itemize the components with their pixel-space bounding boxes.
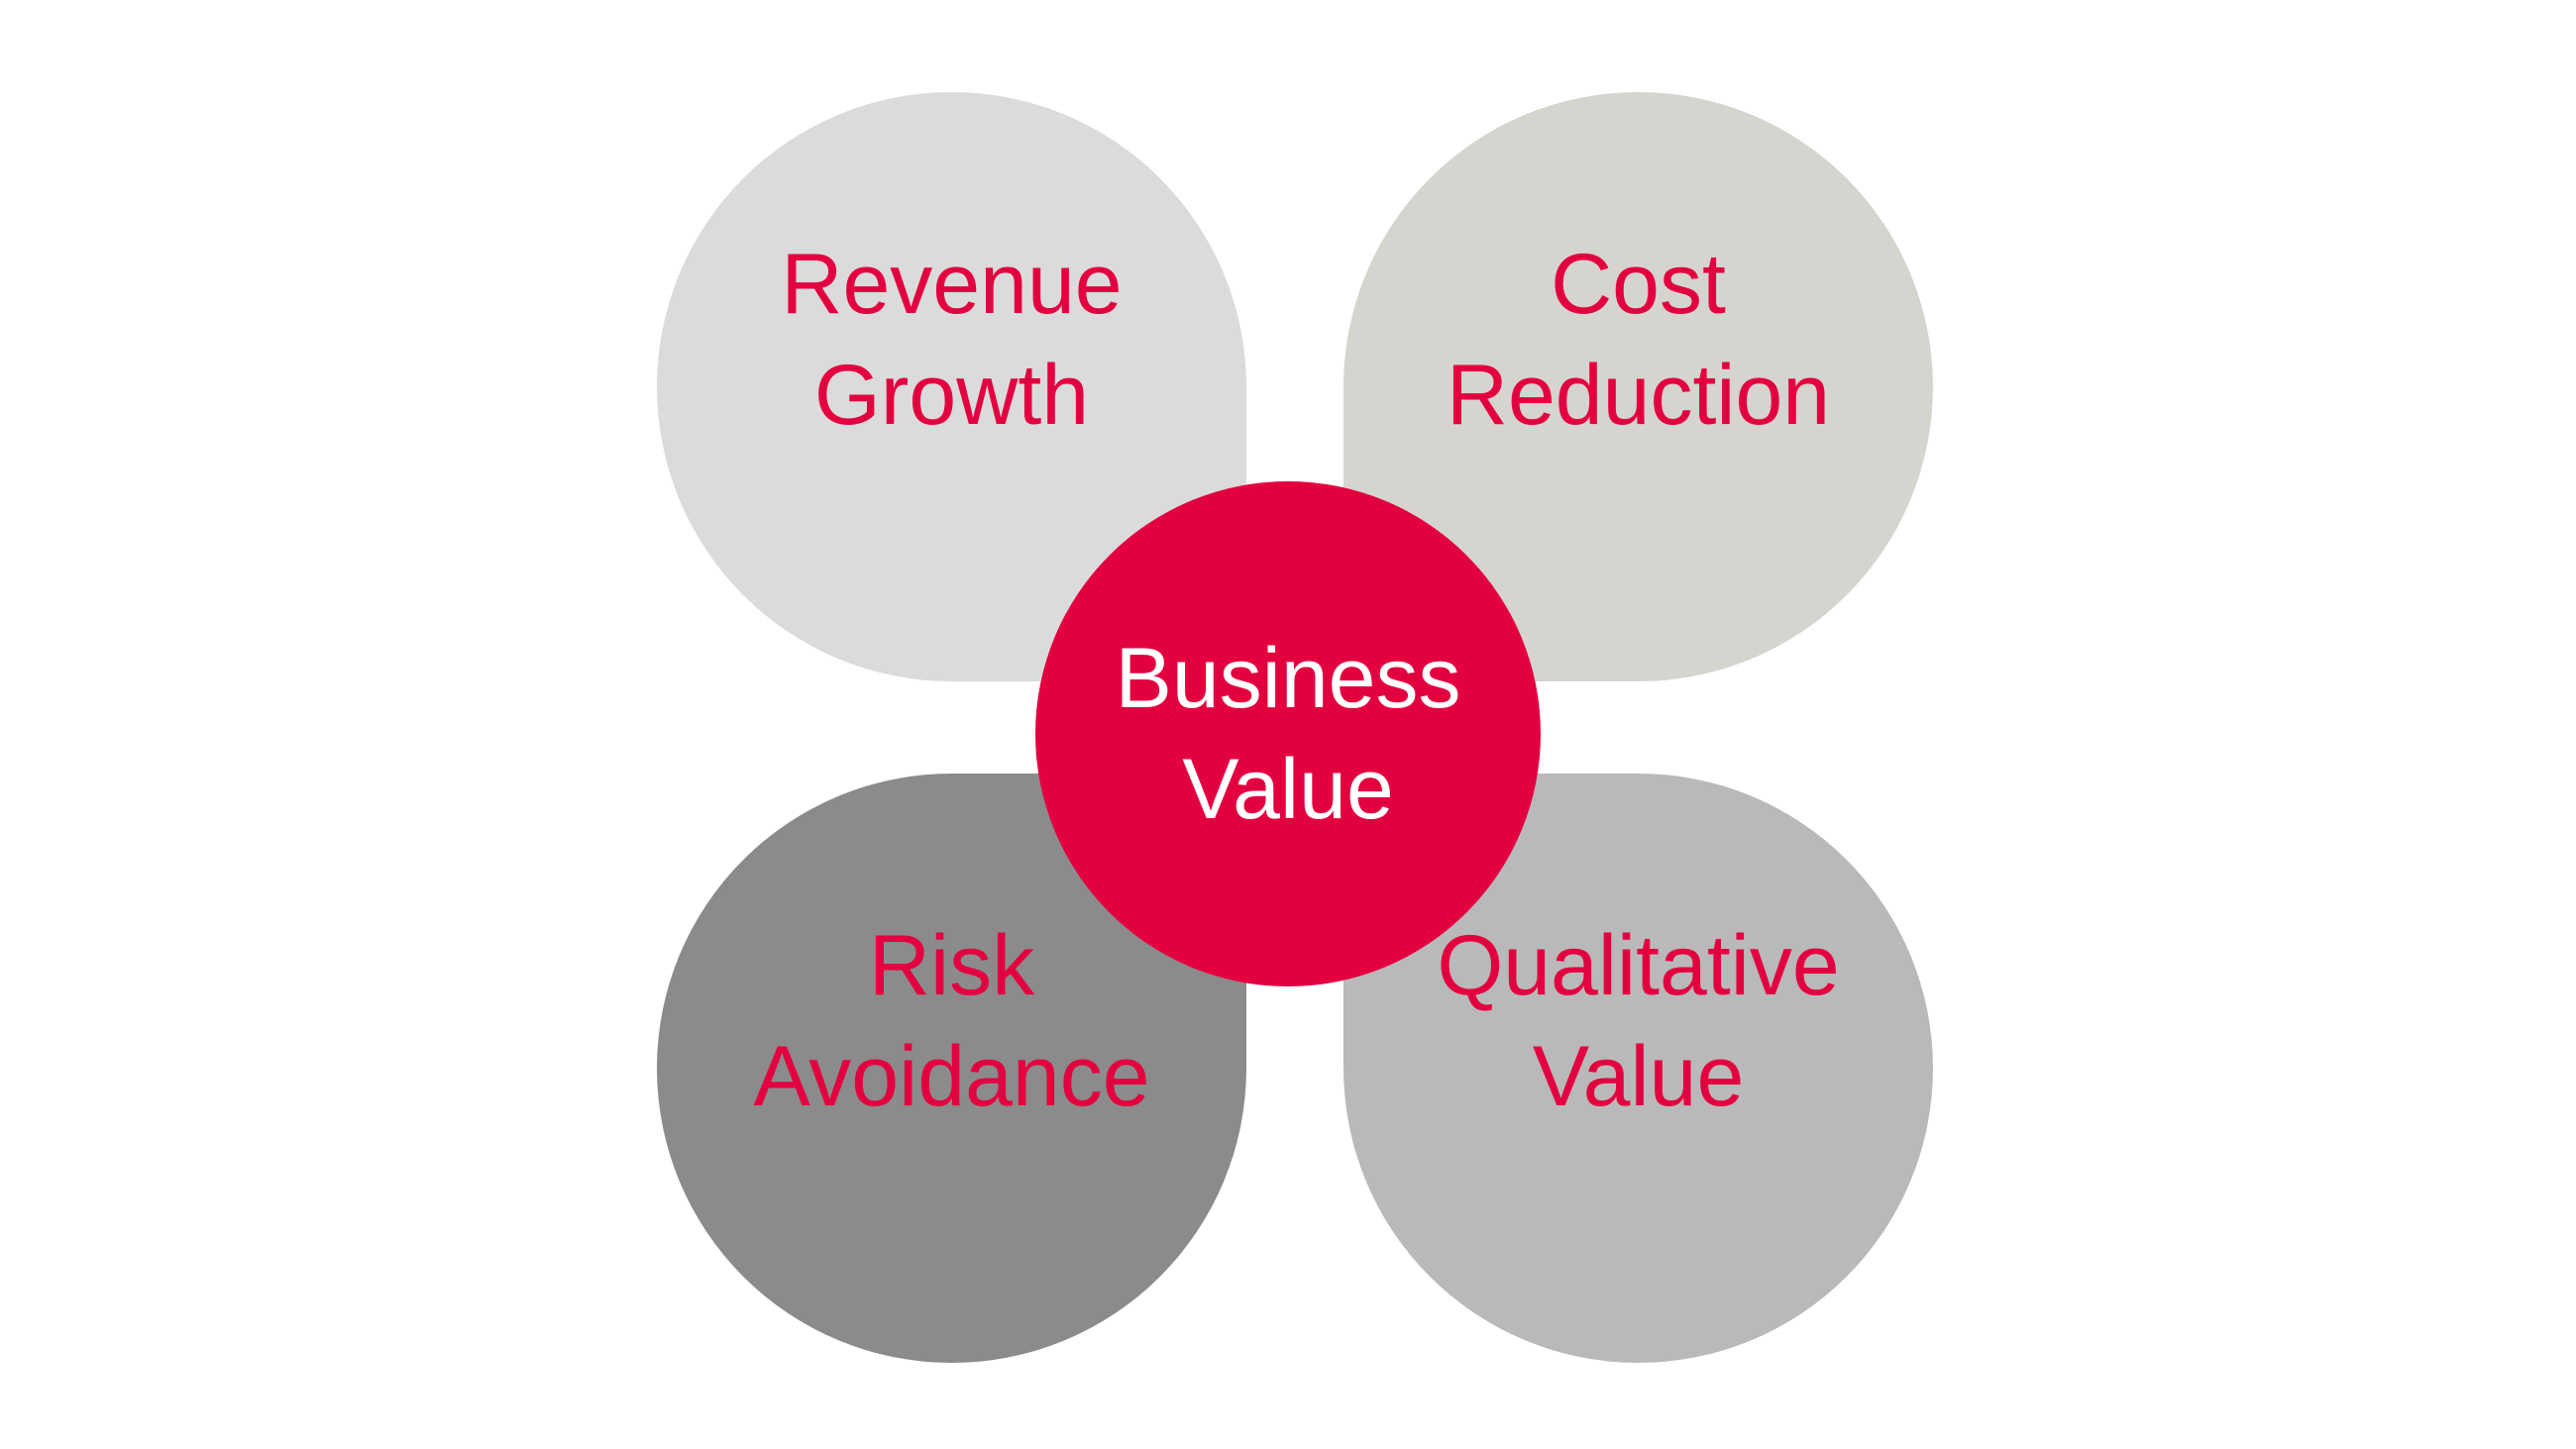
petal-risk-avoidance-label: Risk Avoidance [753,910,1149,1132]
center-label-line: Business [1115,631,1461,726]
petal-label-line: Revenue [781,237,1123,332]
petal-label-line: Cost [1551,237,1726,332]
petal-label-line: Value [1532,1029,1745,1124]
petal-revenue-growth-label: Revenue Growth [781,229,1122,451]
center-label-line: Value [1182,742,1394,837]
petal-cost-reduction-label: Cost Reduction [1447,229,1830,451]
petal-label-line: Growth [813,348,1090,443]
center-business-value: Business Value [1035,481,1541,986]
petal-label-line: Risk [868,918,1035,1013]
petal-revenue-growth: Revenue Growth [657,92,1246,681]
petal-label-line: Qualitative [1437,918,1840,1013]
petal-label-line: Reduction [1446,348,1831,443]
petal-label-line: Avoidance [753,1029,1150,1124]
petal-qualitative-value-label: Qualitative Value [1437,910,1839,1132]
